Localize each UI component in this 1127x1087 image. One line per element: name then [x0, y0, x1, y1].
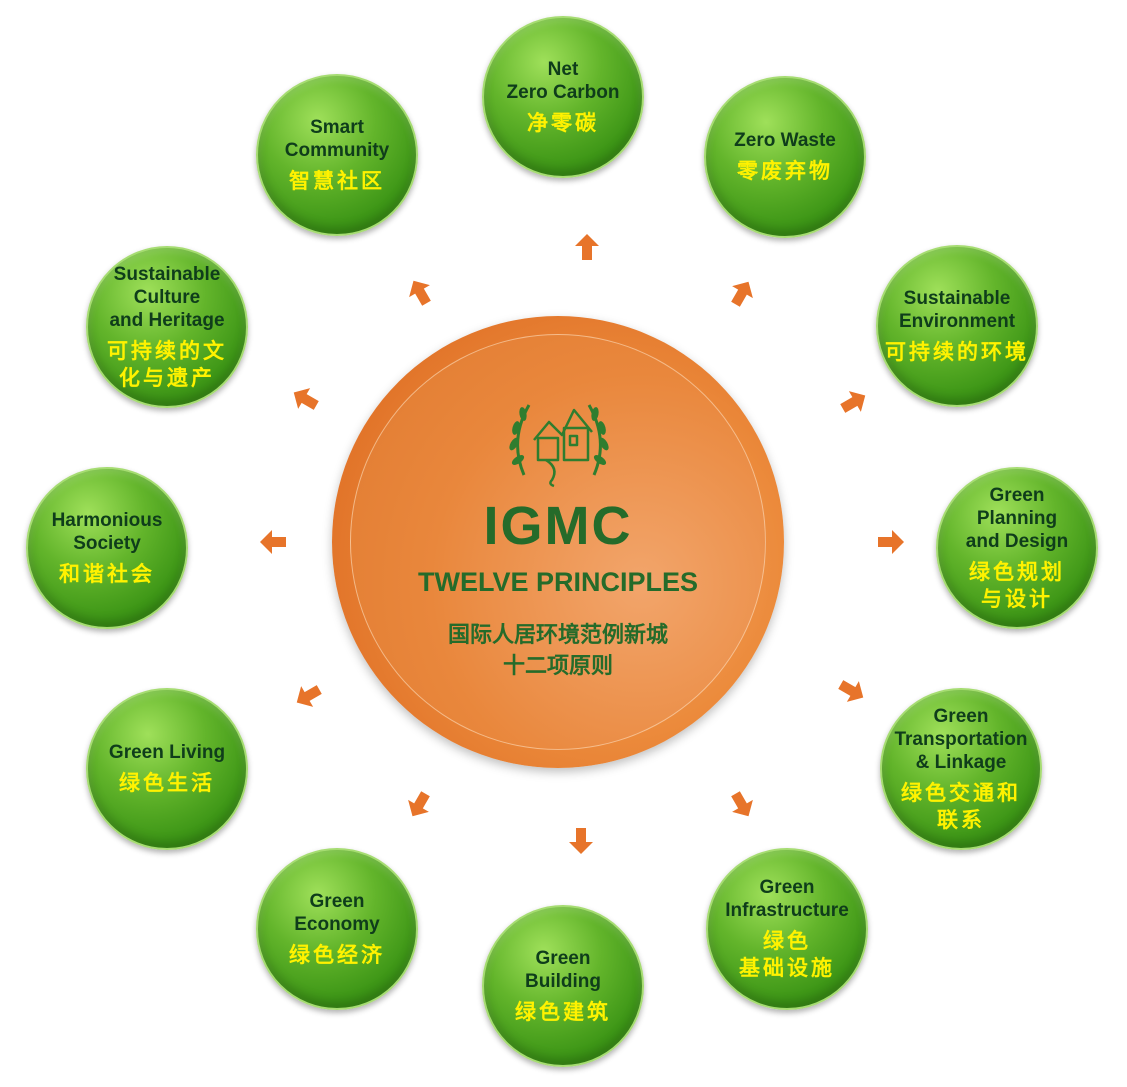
principle-label-zh: 绿色生活 — [119, 772, 215, 795]
arrow-icon — [878, 530, 904, 554]
arrow-icon — [260, 530, 286, 554]
principle-node-green-building: Green Building 绿色建筑 — [482, 905, 644, 1067]
arrow-icon — [409, 280, 431, 306]
principle-label-zh: 绿色规划 与设计 — [969, 560, 1065, 611]
principle-node-green-transportation-and-linkage: Green Transportation & Linkage 绿色交通和 联系 — [880, 688, 1042, 850]
center-title: IGMC — [483, 496, 633, 556]
principle-label-en: Harmonious Society — [51, 509, 163, 554]
principle-label-en: Sustainable Environment — [898, 287, 1016, 332]
principle-label-zh: 净零碳 — [527, 111, 599, 135]
principle-node-harmonious-society: Harmonious Society 和谐社会 — [26, 467, 188, 629]
arrow-icon — [296, 685, 322, 707]
principle-label-zh: 和谐社会 — [59, 562, 155, 586]
principle-label-zh: 可持续的环境 — [885, 340, 1029, 364]
arrow-icon — [569, 828, 593, 854]
principle-label-en: Net Zero Carbon — [506, 58, 620, 103]
arrow-icon — [731, 281, 753, 307]
principle-node-sustainable-environment: Sustainable Environment 可持续的环境 — [876, 245, 1038, 407]
center-chinese-subtitle: 十二项原则 — [502, 653, 613, 678]
principle-label-en: Sustainable Culture and Heritage — [109, 263, 225, 331]
principle-label-zh: 绿色经济 — [289, 943, 385, 967]
principle-label-en: Green Living — [108, 742, 226, 763]
principle-node-green-infrastructure: Green Infrastructure 绿色 基础设施 — [706, 848, 868, 1010]
principle-label-zh: 绿色 基础设施 — [739, 930, 835, 980]
principle-node-green-living: Green Living 绿色生活 — [86, 688, 248, 850]
center-circle: IGMC TWELVE PRINCIPLES 国际人居环境范例新城 十二项原则 — [332, 316, 784, 768]
arrow-icon — [293, 388, 319, 410]
principle-label-en: Green Planning and Design — [965, 484, 1069, 552]
principle-label-en: Green Transportation & Linkage — [894, 705, 1028, 773]
principle-label-en: Zero Waste — [734, 130, 836, 151]
laurel-house-logo-icon — [509, 404, 609, 488]
principle-label-zh: 绿色交通和 联系 — [901, 781, 1021, 832]
center-chinese-title: 国际人居环境范例新城 — [447, 622, 668, 647]
principle-label-en: Smart Community — [284, 116, 390, 161]
principle-node-green-economy: Green Economy 绿色经济 — [256, 848, 418, 1010]
principle-node-sustainable-culture-and-heritage: Sustainable Culture and Heritage 可持续的文 化… — [86, 246, 248, 408]
principle-node-zero-waste: Zero Waste 零废弃物 — [704, 76, 866, 238]
principle-label-en: Green Building — [525, 947, 601, 992]
arrow-icon — [575, 234, 599, 260]
arrow-icon — [731, 791, 753, 817]
arrow-icon — [408, 791, 430, 817]
principle-label-zh: 零废弃物 — [737, 160, 833, 183]
principle-label-zh: 可持续的文 化与遗产 — [107, 339, 227, 390]
principle-label-zh: 智慧社区 — [289, 169, 385, 193]
center-subtitle: TWELVE PRINCIPLES — [417, 567, 699, 597]
arrow-icon — [838, 680, 864, 702]
principle-node-green-planning-and-design: Green Planning and Design 绿色规划 与设计 — [936, 467, 1098, 629]
center-inner-ring — [350, 334, 766, 750]
principle-node-net-zero-carbon: Net Zero Carbon 净零碳 — [482, 16, 644, 178]
principle-node-smart-community: Smart Community 智慧社区 — [256, 74, 418, 236]
principle-label-zh: 绿色建筑 — [515, 1000, 611, 1024]
principle-label-en: Green Infrastructure — [725, 877, 849, 921]
principle-label-en: Green Economy — [294, 890, 380, 935]
arrow-icon — [840, 391, 866, 413]
